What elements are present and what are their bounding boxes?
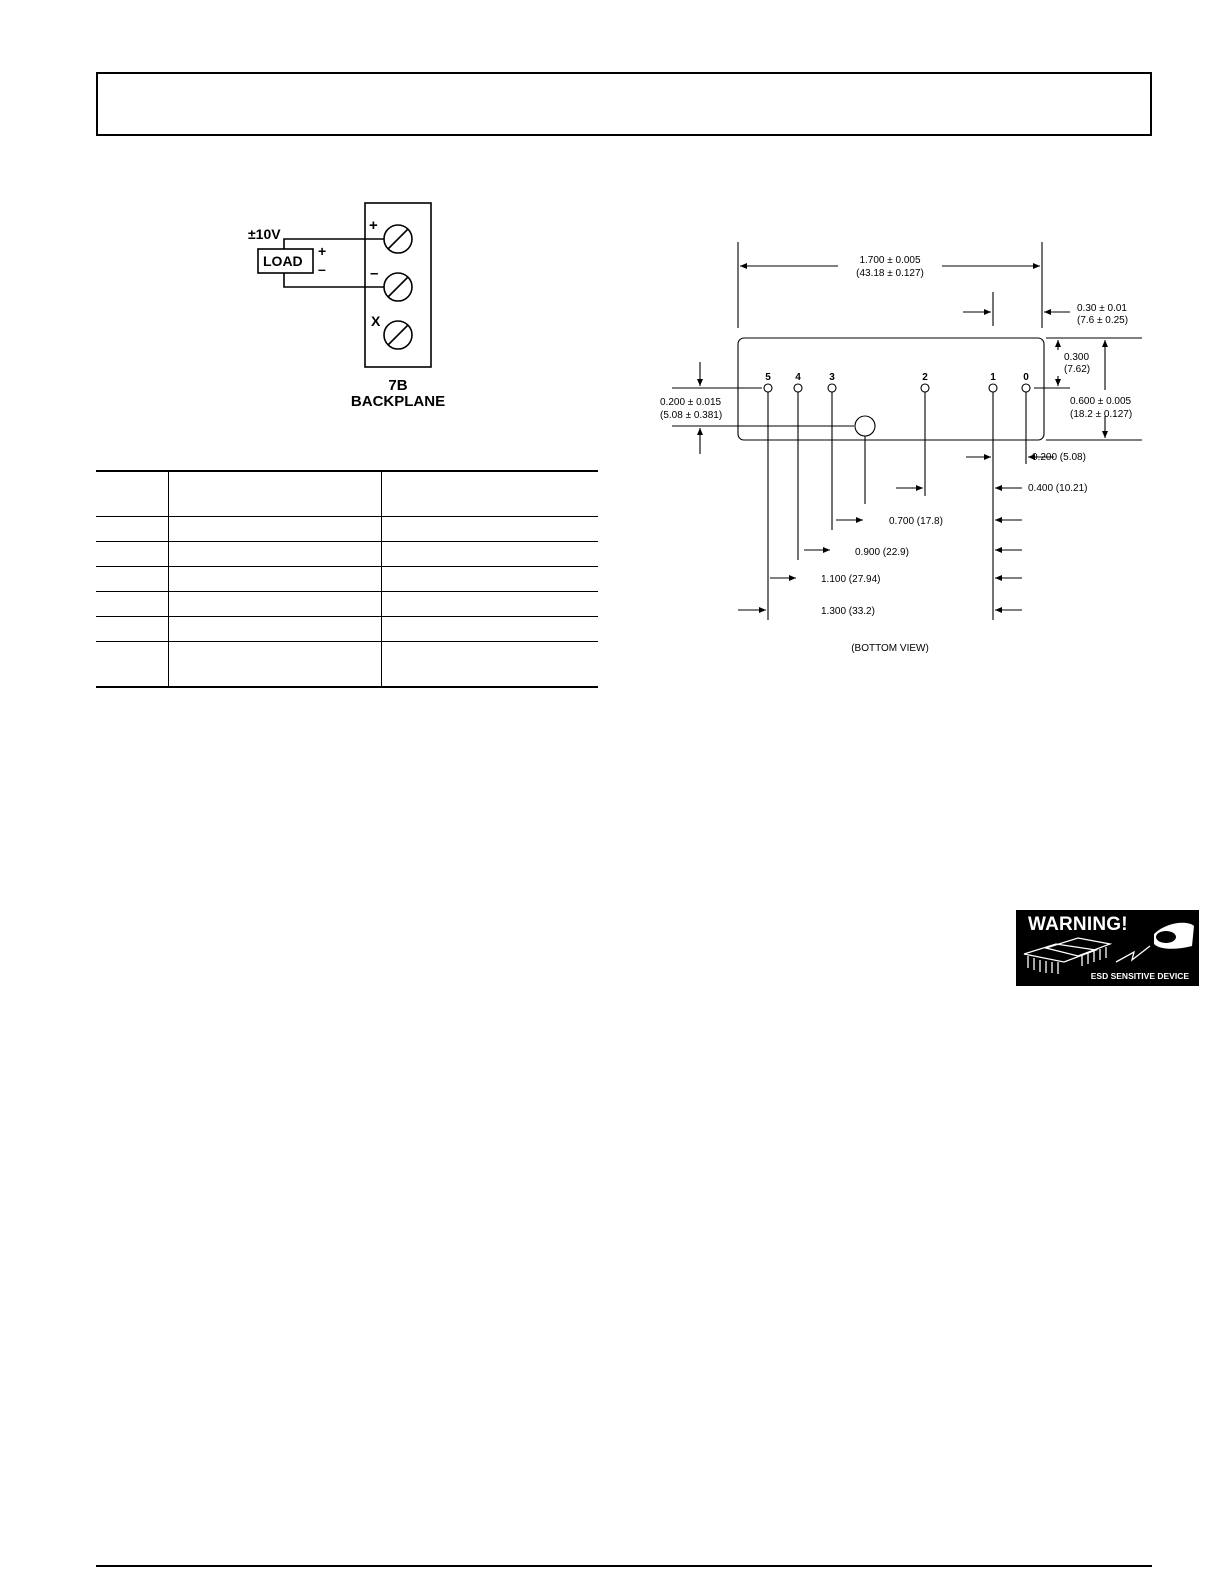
pin-1 bbox=[988, 383, 998, 393]
table-row bbox=[96, 566, 598, 592]
table-row bbox=[96, 541, 598, 567]
terminal-x-label: X bbox=[371, 313, 381, 329]
terminal-plus-label: + bbox=[369, 217, 378, 234]
pin-label: 3 bbox=[829, 372, 835, 383]
esd-warning-badge: WARNING! ESD SENSITIVE DEVICE bbox=[1016, 910, 1199, 986]
pin-2 bbox=[920, 383, 930, 393]
load-label: LOAD bbox=[263, 253, 303, 269]
backplane-block bbox=[364, 202, 432, 368]
pin-3 bbox=[827, 383, 837, 393]
esd-warning-title: WARNING! bbox=[1028, 914, 1128, 935]
load-box bbox=[257, 248, 314, 274]
table-row bbox=[96, 516, 598, 542]
terminal-screw-x bbox=[383, 320, 413, 350]
dim-0200: 0.200 (5.08) bbox=[1032, 452, 1086, 463]
load-plus-label: + bbox=[318, 243, 326, 259]
page-footer-rule bbox=[96, 1565, 1152, 1567]
pin-label: 4 bbox=[795, 372, 801, 383]
table-header-row bbox=[96, 470, 598, 517]
pin-label: 5 bbox=[765, 372, 771, 383]
backplane-label-line1: 7B bbox=[388, 377, 407, 394]
dim-pin-row-mm: (5.08 ± 0.381) bbox=[660, 410, 722, 421]
dim-height: 0.600 ± 0.005 bbox=[1070, 396, 1132, 407]
page-header-box bbox=[96, 72, 1152, 136]
pin-0 bbox=[1021, 383, 1031, 393]
wire-plus bbox=[283, 238, 384, 249]
dim-pin-row: 0.200 ± 0.015 bbox=[660, 397, 722, 408]
pin-label: 2 bbox=[922, 372, 928, 383]
backplane-label-line2: BACKPLANE bbox=[351, 393, 445, 410]
dim-width: 1.700 ± 0.005 bbox=[859, 255, 921, 266]
dim-1100: 1.100 (27.94) bbox=[821, 574, 881, 585]
dim-height-mm: (18.2 ± 0.127) bbox=[1070, 409, 1132, 420]
dim-0700: 0.700 (17.8) bbox=[889, 516, 943, 527]
dim-width-mm: (43.18 ± 0.127) bbox=[856, 268, 924, 279]
table-header-cell bbox=[168, 470, 382, 517]
table-row bbox=[96, 641, 598, 688]
package-outline-drawing: 1.700 ± 0.005 (43.18 ± 0.127) 0.30 ± 0.0… bbox=[660, 242, 1142, 654]
terminal-minus-label: – bbox=[370, 265, 378, 282]
dim-thickness-mm: (7.6 ± 0.25) bbox=[1077, 315, 1128, 326]
dim-half-height-mm: (7.62) bbox=[1064, 364, 1090, 375]
bottom-view-label: (BOTTOM VIEW) bbox=[851, 643, 929, 654]
voltage-label: ±10V bbox=[248, 226, 281, 242]
table-header-cell bbox=[96, 470, 169, 517]
load-minus-label: – bbox=[318, 261, 326, 277]
dim-1300: 1.300 (33.2) bbox=[821, 606, 875, 617]
dim-0900: 0.900 (22.9) bbox=[855, 547, 909, 558]
esd-chip-icon bbox=[1023, 922, 1194, 974]
table-header-cell bbox=[381, 470, 598, 517]
pin-label: 1 bbox=[990, 372, 996, 383]
mounting-hole bbox=[854, 415, 876, 437]
pin-4 bbox=[793, 383, 803, 393]
dim-0400: 0.400 (10.21) bbox=[1028, 483, 1088, 494]
dim-half-height: 0.300 bbox=[1064, 352, 1089, 363]
pin-5 bbox=[763, 383, 773, 393]
pin-table bbox=[96, 470, 598, 688]
esd-warning-subtitle: ESD SENSITIVE DEVICE bbox=[1090, 971, 1189, 981]
module-body bbox=[737, 337, 1045, 441]
table-row bbox=[96, 616, 598, 642]
pin-label: 0 bbox=[1023, 372, 1029, 383]
table-row bbox=[96, 591, 598, 617]
dim-thickness: 0.30 ± 0.01 bbox=[1077, 303, 1127, 314]
wire-minus bbox=[283, 273, 384, 288]
output-wiring-diagram: ±10V LOAD + – + – X 7B BACKPLANE bbox=[248, 202, 445, 410]
